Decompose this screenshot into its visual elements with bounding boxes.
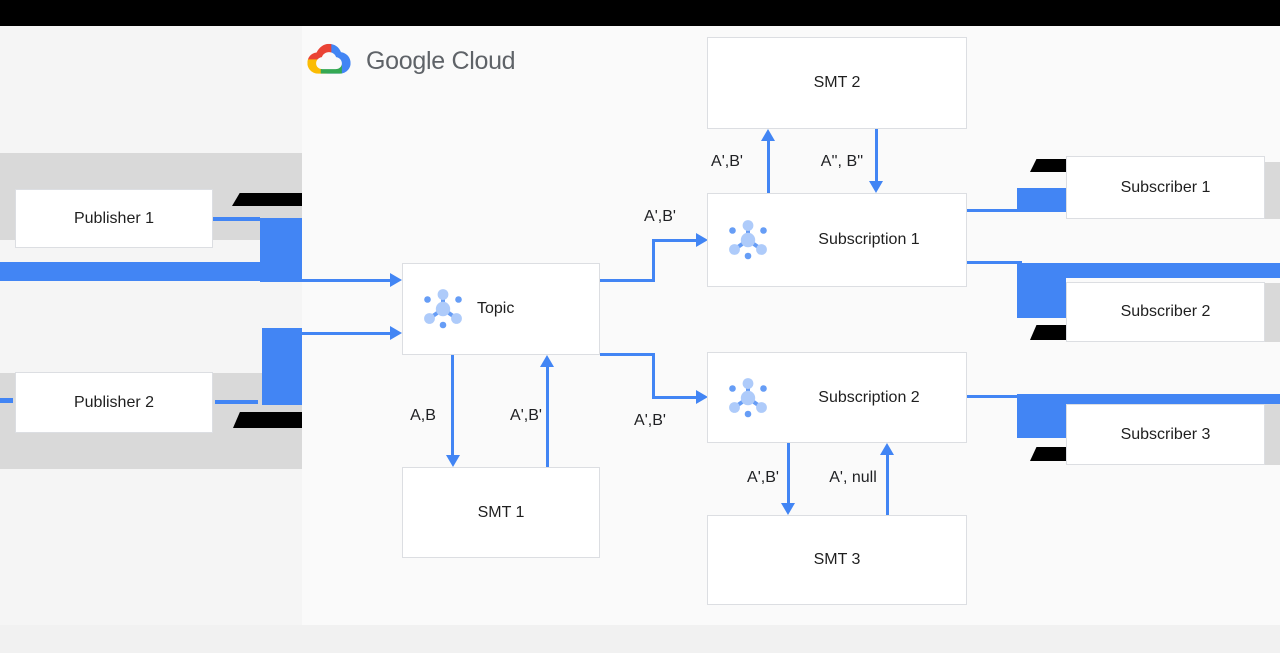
bottom-strip <box>0 625 1280 653</box>
google-cloud-logo-icon <box>307 43 351 74</box>
edge-label-subscription1-to-smt2: A',B' <box>711 153 743 170</box>
edge-label-smt2-to-subscription1: A'', B'' <box>820 153 864 170</box>
node-smt-1: SMT 1 <box>402 467 600 558</box>
arrow-line <box>300 332 390 335</box>
arrow-head <box>390 273 402 287</box>
arrow-head <box>880 443 894 455</box>
gray-sliver-subscriber3 <box>1265 404 1280 465</box>
arrow-line <box>652 353 655 399</box>
node-label: Subscriber 2 <box>1120 303 1211 320</box>
arrow-head <box>761 129 775 141</box>
highlight-blob-subscriber2 <box>1017 263 1066 318</box>
redaction-mark-publisher1 <box>232 193 302 206</box>
arrow-head <box>781 503 795 515</box>
left-panel <box>0 26 302 625</box>
arrow-line <box>451 355 454 456</box>
node-subscriber-3: Subscriber 3 <box>1066 404 1265 465</box>
node-topic: Topic <box>402 263 600 355</box>
arrow-line <box>875 129 878 182</box>
gray-sliver-subscriber2 <box>1265 283 1280 342</box>
redaction-mark-subscriber2 <box>1030 325 1066 340</box>
node-label: Topic <box>477 300 515 317</box>
line-subscription1-to-subscriber1 <box>967 209 1066 212</box>
arrow-line <box>652 239 696 242</box>
node-label: Publisher 2 <box>73 393 155 411</box>
edge-label-subscription2-to-smt3: A',B' <box>747 469 779 486</box>
node-label: Subscriber 1 <box>1120 178 1211 196</box>
arrow-head <box>540 355 554 367</box>
edge-label-topic-to-subscription1: A',B' <box>644 208 676 225</box>
arrow-line <box>600 279 655 282</box>
node-subscriber-1: Subscriber 1 <box>1066 156 1265 219</box>
line-subscription2-to-subscriber3 <box>967 395 1022 398</box>
arrow-head <box>390 326 402 340</box>
redaction-mark-subscriber3 <box>1030 447 1066 461</box>
arrow-head <box>696 390 708 404</box>
redaction-mark-publisher2 <box>233 412 302 428</box>
google-cloud-logo-text: Google Cloud <box>366 47 516 75</box>
node-subscription-2: Subscription 2 <box>707 352 967 443</box>
arrow-line <box>300 279 390 282</box>
highlight-bar-publisher1 <box>0 262 260 281</box>
line-subscription1-to-subscriber2 <box>967 261 1022 264</box>
redaction-mark-subscriber1 <box>1030 159 1066 172</box>
line-stub-publisher1 <box>213 217 260 221</box>
edge-label-smt3-to-subscription2: A', null <box>829 469 877 486</box>
arrow-head <box>696 233 708 247</box>
highlight-bar-subscriber3 <box>1017 394 1280 404</box>
node-publisher-1: Publisher 1 <box>15 189 213 248</box>
arrow-line <box>600 353 655 356</box>
edge-label-topic-to-smt1: A,B <box>410 407 436 424</box>
node-label: Publisher 1 <box>73 209 155 227</box>
node-smt-2: SMT 2 <box>707 37 967 129</box>
arrow-line <box>886 453 889 515</box>
line-stub-left-edge <box>0 398 13 403</box>
arrow-line <box>767 139 770 193</box>
arrow-head <box>869 181 883 193</box>
node-label: Subscription 1 <box>818 231 920 248</box>
node-label: SMT 3 <box>813 551 861 568</box>
pubsub-icon <box>424 289 462 329</box>
gray-sliver-subscriber1 <box>1265 162 1280 219</box>
node-label: Subscription 2 <box>818 388 920 406</box>
arrow-line <box>787 443 790 504</box>
arrow-line <box>546 365 549 467</box>
highlight-blob-publisher2-vertical <box>262 328 302 405</box>
pubsub-icon <box>729 220 767 260</box>
arrow-line <box>652 239 655 282</box>
highlight-blob-publisher1-vertical <box>260 218 302 282</box>
node-smt-3: SMT 3 <box>707 515 967 605</box>
node-subscriber-2: Subscriber 2 <box>1066 282 1265 342</box>
pubsub-icon <box>729 377 767 417</box>
node-publisher-2: Publisher 2 <box>15 372 213 433</box>
node-subscription-1: Subscription 1 <box>707 193 967 287</box>
top-black-bar <box>0 0 1280 26</box>
node-label: Subscriber 3 <box>1120 425 1211 443</box>
edge-label-smt1-to-topic: A',B' <box>510 407 542 424</box>
line-stub-publisher2 <box>215 400 258 404</box>
arrow-head <box>446 455 460 467</box>
edge-label-topic-to-subscription2: A',B' <box>634 412 666 429</box>
highlight-bar-subscriber2 <box>1017 263 1280 278</box>
highlight-blob-subscriber3 <box>1017 394 1066 438</box>
arrow-line <box>652 396 696 399</box>
google-cloud-logo: Google Cloud <box>306 38 546 80</box>
node-label: SMT 1 <box>477 503 525 521</box>
node-label: SMT 2 <box>813 74 861 91</box>
highlight-blob-subscriber1 <box>1017 188 1066 211</box>
